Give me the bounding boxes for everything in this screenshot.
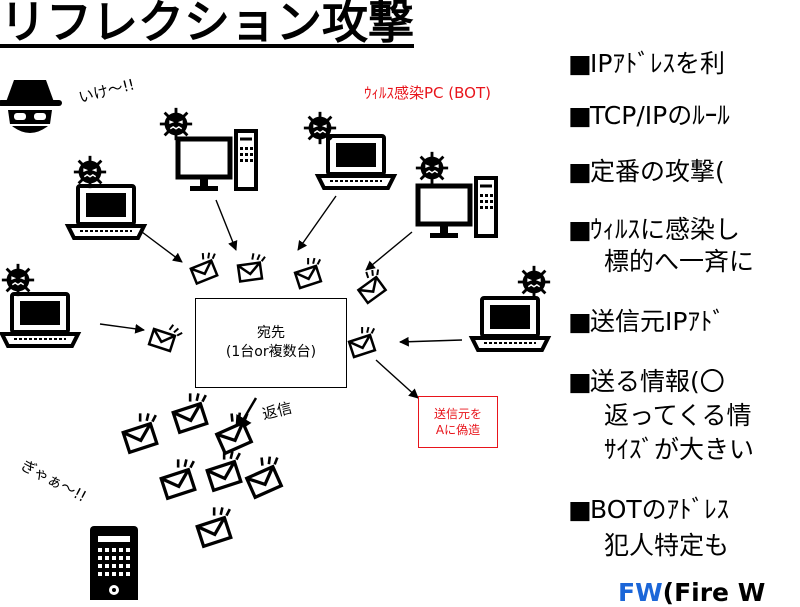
bullet-4-cont: 標的へ一斉に [604, 247, 755, 276]
fw-accent: FW [618, 578, 663, 607]
spoof-note-box: 送信元を Aに偽造 [418, 396, 498, 448]
bot-label: ｳｨﾙｽ感染PC (BOT) [364, 84, 491, 102]
page-title: リフレクション攻撃 [0, 0, 414, 49]
attacker-icon [0, 80, 62, 133]
bullet-3: ■定番の攻撃( [568, 156, 725, 188]
bullet-mark: ■ [568, 49, 592, 78]
destination-box: 宛先 (1台or複数台) [195, 298, 347, 388]
bullet-6: ■送る情報(〇 [568, 366, 725, 398]
bullet-mark: ■ [568, 495, 592, 524]
bot-laptop-3 [0, 262, 80, 348]
bot-desktop-2 [414, 150, 496, 238]
destination-line2: (1台or複数台) [225, 344, 317, 360]
bullet-text: 送る情報(〇 [590, 367, 725, 396]
bullet-6-cont-2: ｻｲｽﾞが大きい [604, 435, 755, 464]
bullet-text: IPｱﾄﾞﾚｽを利 [590, 49, 725, 78]
bullet-5: ■送信元IPｱﾄﾞ [568, 306, 725, 338]
fw-rest: (Fire W [662, 578, 766, 607]
bullet-mark: ■ [568, 215, 592, 244]
attack-arrows [99, 195, 463, 434]
bullet-mark: ■ [568, 307, 592, 336]
victim-server-icon [90, 526, 138, 600]
bullet-text: TCP/IPのﾙｰﾙ [590, 101, 730, 130]
bullet-text: 送信元IPｱﾄﾞ [590, 307, 725, 336]
bullet-7-cont: 犯人特定も [604, 531, 730, 560]
spoof-note-line1: 送信元を [433, 407, 482, 421]
bullet-mark: ■ [568, 367, 592, 396]
bot-desktop-1 [158, 106, 256, 191]
bullet-text: BOTのｱﾄﾞﾚｽ [590, 495, 730, 524]
bot-laptop-2 [302, 110, 396, 190]
bullet-mark: ■ [568, 101, 592, 130]
bullet-7: ■BOTのｱﾄﾞﾚｽ [568, 494, 729, 526]
firewall-note: FW(Fire W [618, 578, 765, 607]
bullet-4: ■ｳｨﾙｽに感染し [568, 214, 740, 246]
bot-laptop-4 [470, 264, 552, 352]
bullet-text: ｳｨﾙｽに感染し [590, 215, 741, 244]
bullet-text: 定番の攻撃( [590, 157, 725, 186]
bullet-mark: ■ [568, 157, 592, 186]
bullet-1: ■IPｱﾄﾞﾚｽを利 [568, 48, 725, 80]
spoof-note-line2: Aに偽造 [435, 423, 481, 437]
destination-line1: 宛先 [257, 325, 285, 341]
bullet-2: ■TCP/IPのﾙｰﾙ [568, 100, 730, 132]
bot-laptop-1 [66, 154, 146, 240]
bullet-6-cont-1: 返ってくる情 [604, 401, 752, 430]
